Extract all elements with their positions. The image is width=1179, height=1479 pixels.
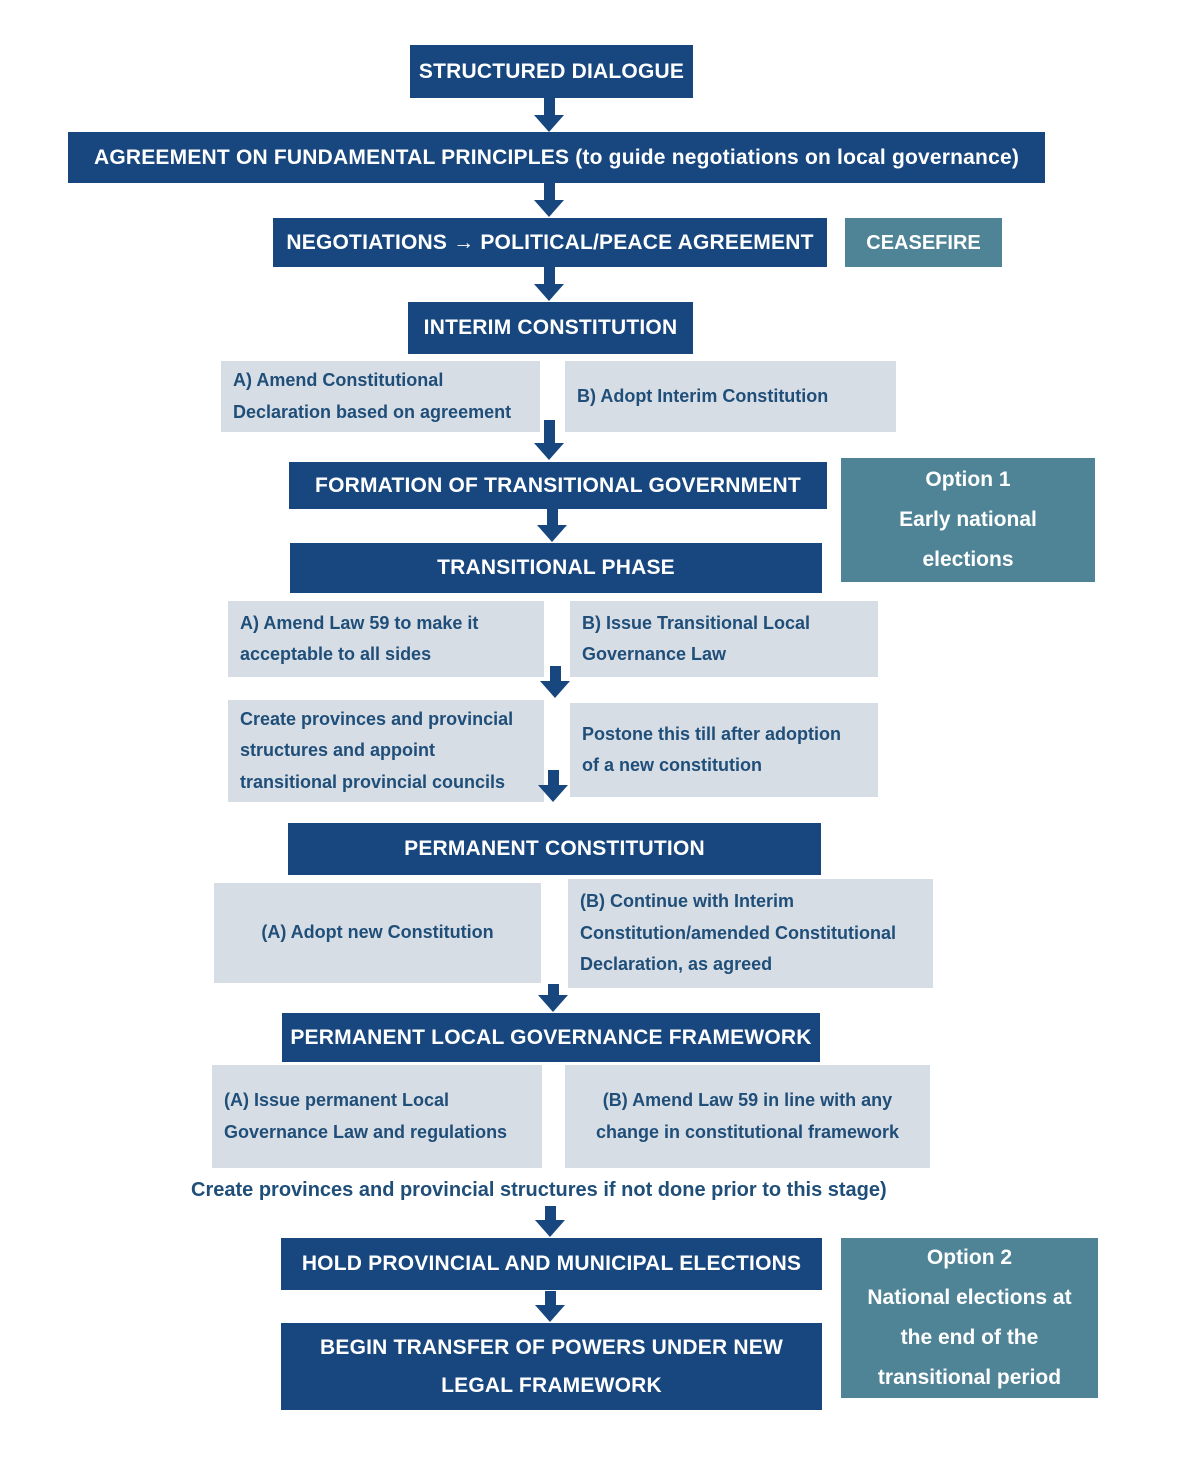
arrow-head: [540, 681, 570, 698]
node-formation-transitional-government: FORMATION OF TRANSITIONAL GOVERNMENT: [289, 462, 827, 509]
node-structured-dialogue: STRUCTURED DIALOGUE: [410, 45, 693, 98]
arrow-head: [534, 443, 564, 460]
arrow-head: [538, 995, 568, 1012]
option-amend-law-59: A) Amend Law 59 to make it acceptable to…: [228, 601, 544, 677]
arrow-shaft: [543, 420, 555, 443]
arrow-shaft: [543, 98, 555, 115]
callout-option-1-early-national-elections: Option 1 Early national elections: [841, 458, 1095, 582]
arrow-down-connector: [534, 98, 564, 132]
node-permanent-local-governance-framework: PERMANENT LOCAL GOVERNANCE FRAMEWORK: [282, 1013, 820, 1062]
arrow-shaft: [549, 666, 561, 681]
step-create-provinces-transitional-councils: Create provinces and provincial structur…: [228, 700, 544, 802]
option-issue-transitional-local-governance-law: B) Issue Transitional Local Governance L…: [570, 601, 878, 677]
arrow-shaft: [543, 267, 555, 284]
arrow-shaft: [544, 1291, 556, 1305]
option-adopt-new-constitution: (A) Adopt new Constitution: [214, 883, 541, 983]
arrow-down-connector: [535, 1291, 565, 1322]
node-transitional-phase: TRANSITIONAL PHASE: [290, 543, 822, 593]
arrow-head: [534, 200, 564, 217]
arrow-down-connector: [534, 420, 564, 460]
node-agreement-fundamental-principles: AGREEMENT ON FUNDAMENTAL PRINCIPLES (to …: [68, 132, 1045, 183]
option-continue-interim-constitution: (B) Continue with Interim Constitution/a…: [568, 879, 933, 988]
arrow-down-connector: [540, 666, 570, 698]
arrow-shaft: [543, 183, 555, 200]
arrow-head: [534, 284, 564, 301]
node-permanent-constitution: PERMANENT CONSTITUTION: [288, 823, 821, 875]
step-postpone-until-new-constitution: Postone this till after adoption of a ne…: [570, 703, 878, 797]
callout-option-2-national-elections: Option 2 National elections at the end o…: [841, 1238, 1098, 1398]
node-negotiations-peace-agreement: NEGOTIATIONS → POLITICAL/PEACE AGREEMENT: [273, 218, 827, 267]
option-issue-permanent-local-governance-law: (A) Issue permanent Local Governance Law…: [212, 1065, 542, 1168]
node-hold-provincial-municipal-elections: HOLD PROVINCIAL AND MUNICIPAL ELECTIONS: [281, 1238, 822, 1290]
arrow-shaft: [547, 770, 559, 785]
node-begin-transfer-of-powers: BEGIN TRANSFER OF POWERS UNDER NEW LEGAL…: [281, 1323, 822, 1410]
option-adopt-interim-constitution: B) Adopt Interim Constitution: [565, 361, 896, 432]
callout-ceasefire: CEASEFIRE: [845, 218, 1002, 267]
note-create-provinces-if-not-done: Create provinces and provincial structur…: [191, 1179, 887, 1201]
arrow-head: [534, 115, 564, 132]
arrow-shaft: [547, 984, 559, 995]
arrow-shaft: [544, 1206, 556, 1220]
arrow-head: [538, 785, 568, 802]
arrow-down-connector: [537, 509, 567, 542]
arrow-down-connector: [535, 1206, 565, 1237]
arrow-head: [535, 1220, 565, 1237]
arrow-shaft: [546, 509, 558, 525]
arrow-down-connector: [538, 984, 568, 1012]
arrow-down-connector: [538, 770, 568, 802]
option-amend-law-59-constitutional-framework: (B) Amend Law 59 in line with any change…: [565, 1065, 930, 1168]
arrow-head: [535, 1305, 565, 1322]
option-amend-constitutional-declaration: A) Amend Constitutional Declaration base…: [221, 361, 540, 432]
arrow-down-connector: [534, 183, 564, 217]
arrow-head: [537, 525, 567, 542]
node-interim-constitution: INTERIM CONSTITUTION: [408, 302, 693, 354]
arrow-down-connector: [534, 267, 564, 301]
